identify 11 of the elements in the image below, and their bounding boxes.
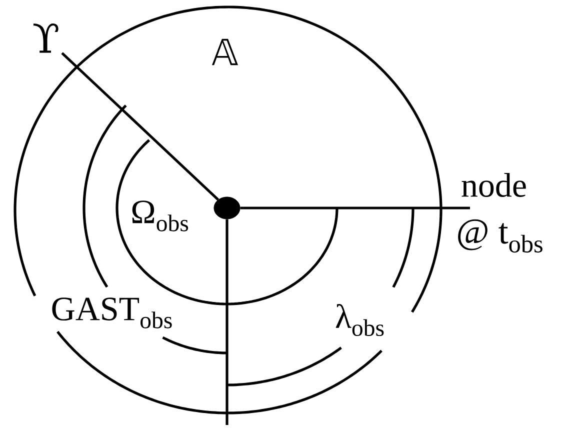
radius-line	[61, 52, 219, 201]
region-label: 𝔸	[212, 38, 238, 66]
angle-label: GAST$_{obs}$	[52, 298, 172, 328]
radius-line	[240, 206, 470, 210]
angle-label: λ$_{obs}$	[336, 304, 384, 336]
center-dot	[214, 196, 240, 220]
vernal-equinox-symbol: ϒ	[33, 24, 58, 53]
time-label: @ t$_{obs}$	[458, 219, 542, 253]
node-label: node	[462, 173, 526, 197]
radius-line	[226, 219, 228, 425]
angle-label: Ω$_{obs}$	[132, 200, 188, 232]
